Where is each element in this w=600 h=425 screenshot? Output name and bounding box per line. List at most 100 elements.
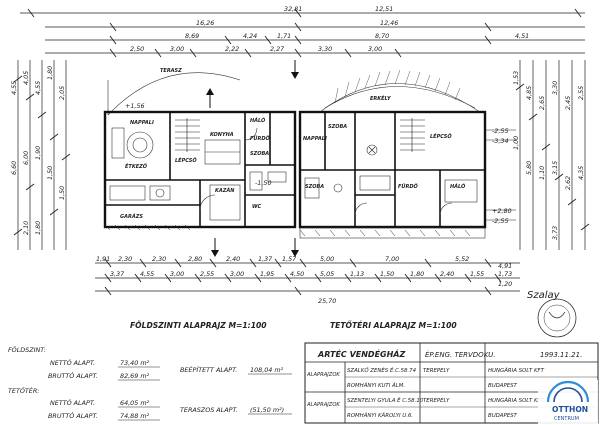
dim-right: 1,53 [512,71,520,85]
room-label: HÁLÓ [250,117,266,124]
dim-right: 3,30 [551,81,559,95]
dim-right: 2,45 [564,96,572,110]
dim-top-row4: 3,00 [368,45,382,53]
tb-row3-firm: HUNGÁRIA SOLT KFT [488,397,545,404]
dim-right: 5,80 [525,161,533,175]
dim-bottom-row1: 7,00 [385,255,399,263]
dim-bottom-row1: 2,40 [226,255,240,263]
attic-gross-label: BRUTTÓ ALAPT. [48,411,98,420]
tb-row2-address: ROMHÁNYI KUTI ÁLM. [347,382,405,389]
tb-row3-city: BUDAPEST [488,413,518,419]
room-label: HÁLÓ [450,183,466,190]
logo-line1: OTTHON [552,405,588,414]
tb-row3-address: ROMHÁNYI KÁROLYI U.6. [347,412,413,419]
otthon-centrum-logo: OTTHON CENTRUM [538,380,598,425]
area-summary: FÖLDSZINT: NETTÓ ALAPT. 73,40 m² BRUTTÓ … [8,345,292,421]
level-mark: -3,34 [492,137,509,145]
attic-gross-value: 74,88 m² [120,412,150,420]
dim-left: 1,90 [34,146,42,160]
dim-left: 1,50 [58,186,66,200]
dim-bottom-row2: 1,50 [380,270,394,278]
project-name: ARTÉC VENDÉGHÁZ [317,348,405,359]
dim-top-row3: 8,70 [375,32,389,40]
tb-row2-label: ALAPRAJZOK [306,372,340,378]
level-mark: +2,80 [492,207,512,215]
attic-floor-plan: NAPPALI LÉPCSŐ SZOBA SZOBA FÜRDŐ HÁLÓ ER… [291,60,516,257]
dim-bottom-row1: 2,30 [152,255,166,263]
dim-bottom-row1: 1,91 [96,255,110,263]
level-mark: +1,56 [125,102,145,110]
attic-heading: TETŐTÉR: [8,386,39,395]
dim-left: 6,00 [22,151,30,165]
room-label: ERKÉLY [370,94,392,102]
tb-row2-designer: SZALKŐ ZENÉS É.C.58.74 [347,366,417,374]
tb-row2-place: TEREPELY [423,368,450,374]
dim-top-row3: 8,69 [185,32,199,40]
dim-bottom-row2: 1,55 [470,270,484,278]
section-mark-a [206,88,219,257]
dim-right: 2,65 [538,96,546,110]
dim-bottom-row2: 4,50 [290,270,304,278]
room-label: KAZÁN [215,187,235,194]
room-label: SZOBA [250,151,269,157]
level-mark: -2,55 [492,217,509,225]
dim-top-row4: 2,22 [225,45,239,53]
tb-row3-place: TEREPELY [423,398,450,404]
dim-bottom-row2: 1,13 [350,270,364,278]
dim-left: 4,05 [22,71,30,85]
level-mark: -2,55 [492,127,509,135]
room-label: LÉPCSŐ [430,132,452,140]
dim-bottom-overall: 25,70 [318,297,336,305]
dim-top-row3: 1,71 [277,32,291,40]
terrace-value: (51,50 m²) [250,406,284,414]
right-dimension-strings: 1,53 4,85 2,65 3,30 2,45 2,55 1,00 5,80 … [512,60,590,250]
dim-left: 6,60 [10,161,18,175]
bottom-dimension-strings: 1,91 2,30 2,30 2,80 2,40 1,37 1,57 5,00 … [95,255,520,305]
dim-right-total: 12,51 [375,5,393,13]
dim-bottom-row1: 5,52 [455,255,469,263]
dim-right: 4,85 [525,86,533,100]
room-label: ÉTKEZŐ [125,162,148,170]
ground-gross-value: 82,69 m² [120,372,150,380]
dim-bottom-row2: 1,95 [260,270,274,278]
dim-bottom-row2: 1,80 [410,270,424,278]
tb-row3-designer: SZENTELYI GYULA É C.58.10 [347,396,424,404]
dim-right: 2,55 [577,86,585,100]
dim-bottom-row2: 3,00 [170,270,184,278]
dim-right-total-2: 12,46 [380,19,398,27]
dim-left: 4,55 [34,81,42,95]
built-value: 108,04 m² [250,366,284,374]
dim-left: 1,80 [46,66,54,80]
project-date: 1993.11.21. [540,351,582,359]
room-label: GARÁZS [120,213,143,220]
dim-right: 1,10 [538,166,546,180]
ground-floor-plan: TERASZ NAPPALI KONYHA ÉTKEZŐ HÁLÓ FÜRDŐ … [103,68,297,257]
dim-right: 4,35 [577,166,585,180]
plan-title-attic: TETŐTÉRI ALAPRAJZ M=1:100 [330,321,457,330]
attic-net-label: NETTÓ ALAPT. [50,398,95,407]
top-dimension-strings: 32,81 16,26 12,51 12,46 8,69 4,24 1,71 8… [20,5,585,58]
tb-row2-firm: HUNGÁRIA SOLT KFT [488,367,545,374]
dim-bottom-row1: 1,37 [258,255,272,263]
project-stage: ÉP.ENG. TERVDOKU. [425,350,496,359]
ground-net-label: NETTÓ ALAPT. [50,358,95,367]
room-label: NAPPALI [303,136,327,142]
dim-right: 3,15 [551,161,559,175]
logo-line2: CENTRUM [554,416,579,422]
dim-bottom-row2: 3,37 [110,270,124,278]
dim-bottom-row2: 1,20 [498,280,512,288]
dim-left-total: 16,26 [196,19,214,27]
dim-bottom-row2: 2,55 [200,270,214,278]
dim-bottom-row2: 5,05 [320,270,334,278]
dim-top-row4: 3,30 [318,45,332,53]
level-mark: -1,50 [255,179,272,187]
room-label: SZOBA [305,184,324,190]
dim-left: 2,10 [22,221,30,235]
dim-bottom-row2: 4,91 [498,262,512,270]
dim-bottom-row1: 1,57 [282,255,296,263]
dim-top-row4: 2,27 [270,45,284,53]
room-label: WC [252,204,262,210]
dim-top-row4: 2,50 [130,45,144,53]
dim-bottom-row2: 3,00 [230,270,244,278]
